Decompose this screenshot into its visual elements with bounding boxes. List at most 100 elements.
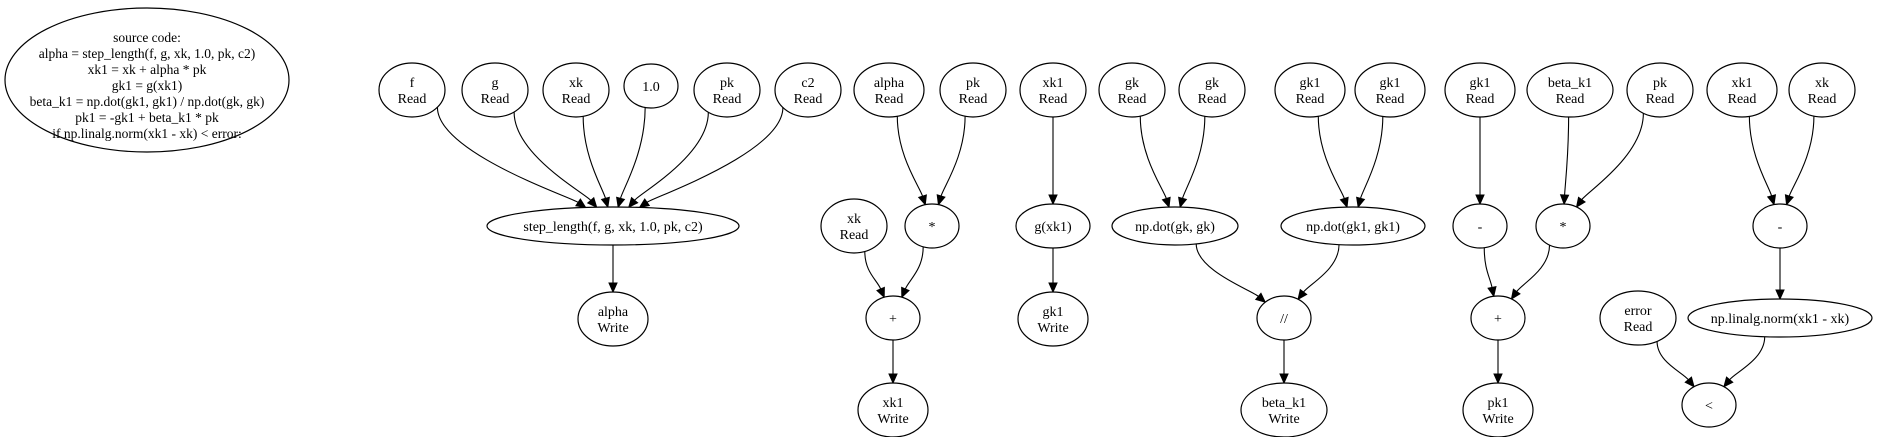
node-access-label: Read xyxy=(1728,92,1757,107)
node-dot-gk1: np.dot(gk1, gk1) xyxy=(1280,206,1426,246)
edge-pk-read-2-to-mul-1 xyxy=(940,116,966,197)
node-label: gk xyxy=(1125,76,1139,91)
edge-arrowhead xyxy=(1559,194,1570,206)
edge-c2-read-to-step-length-call xyxy=(646,107,784,203)
node-ellipse xyxy=(542,62,610,118)
edge-arrowhead xyxy=(1766,194,1777,206)
edge-dot-gk-to-div xyxy=(1195,243,1259,297)
edge-gk1-read-1-to-dot-gk1 xyxy=(1317,116,1345,199)
edge-const-1-0-to-step-length-call xyxy=(619,107,646,199)
node-access-label: Read xyxy=(1466,92,1495,107)
node-access-label: Read xyxy=(794,92,823,107)
node-ellipse xyxy=(1752,203,1808,249)
edge-arrowhead xyxy=(917,194,927,206)
node-access-label: Write xyxy=(1482,412,1513,427)
node-label: gk1 xyxy=(1380,76,1401,91)
edge-dot-gk1-to-div xyxy=(1303,244,1340,293)
node-mul-1: * xyxy=(904,203,960,249)
node-access-label: Read xyxy=(875,92,904,107)
edge-alpha-read-to-mul-1 xyxy=(896,116,924,197)
node-ellipse xyxy=(1599,290,1677,346)
node-ellipse xyxy=(904,203,960,249)
node-ellipse xyxy=(1274,62,1346,118)
node-div: // xyxy=(1256,295,1312,341)
node-label: + xyxy=(1494,312,1502,327)
node-label: // xyxy=(1280,312,1288,327)
node-lt: < xyxy=(1681,382,1737,428)
node-label: np.linalg.norm(xk1 - xk) xyxy=(1711,312,1850,327)
node-add-1: + xyxy=(865,295,921,341)
node-access-label: Read xyxy=(1118,92,1147,107)
node-norm-call: np.linalg.norm(xk1 - xk) xyxy=(1687,298,1873,338)
node-const-1-0: 1.0 xyxy=(623,63,679,109)
node-label: step_length(f, g, xk, 1.0, pk, c2) xyxy=(523,220,703,235)
node-label: beta_k1 xyxy=(1262,396,1306,411)
edge-arrowhead xyxy=(1297,288,1308,301)
edge-neg-to-add-2 xyxy=(1483,247,1493,288)
node-ellipse xyxy=(1452,203,1508,249)
edge-arrowhead xyxy=(1684,376,1695,388)
node-ellipse xyxy=(693,62,761,118)
node-label: gk1 xyxy=(1470,76,1491,91)
node-ellipse xyxy=(1706,62,1778,118)
node-access-label: Read xyxy=(1556,92,1585,107)
edge-arrowhead xyxy=(888,373,898,385)
node-ellipse xyxy=(1256,295,1312,341)
node-ellipse xyxy=(1535,203,1591,249)
node-ellipse xyxy=(486,206,740,246)
edge-mul-1-to-add-1 xyxy=(904,246,924,290)
edge-xk1-read-2-to-sub xyxy=(1748,116,1773,197)
node-label: xk xyxy=(847,212,861,227)
edge-arrowhead xyxy=(1775,289,1785,301)
node-label: gk1 xyxy=(1300,76,1321,91)
node-access-label: Read xyxy=(1039,92,1068,107)
node-ellipse xyxy=(1681,382,1737,428)
source-code-line: gk1 = g(xk1) xyxy=(112,78,183,93)
edge-arrowhead xyxy=(1784,194,1794,206)
edge-arrowhead xyxy=(1048,194,1058,206)
node-label: xk1 xyxy=(1043,76,1064,91)
edge-arrowhead xyxy=(1723,376,1734,388)
node-ellipse xyxy=(939,62,1007,118)
edge-error-read-to-lt xyxy=(1656,341,1689,381)
edges-layer xyxy=(436,107,1815,388)
edge-mul-2-to-add-2 xyxy=(1516,245,1551,292)
edge-arrowhead xyxy=(1178,196,1188,209)
edge-beta-k1-read-to-mul-2 xyxy=(1564,116,1570,196)
node-label: np.dot(gk1, gk1) xyxy=(1306,220,1400,235)
node-access-label: Write xyxy=(1268,412,1299,427)
edge-arrowhead xyxy=(1575,196,1586,208)
edge-arrowhead xyxy=(1161,196,1171,209)
edge-arrowhead xyxy=(638,198,651,209)
node-access-label: Read xyxy=(481,92,510,107)
node-access-label: Read xyxy=(840,228,869,243)
edge-pk-read-3-to-mul-2 xyxy=(1581,113,1644,201)
node-label: f xyxy=(410,76,415,91)
node-sub: - xyxy=(1752,203,1808,249)
edge-arrowhead xyxy=(1493,373,1503,385)
node-neg: - xyxy=(1452,203,1508,249)
node-ellipse xyxy=(1019,62,1087,118)
edge-xk-read-1-to-step-length-call xyxy=(582,116,607,199)
node-access-label: Read xyxy=(959,92,988,107)
edge-arrowhead xyxy=(1487,286,1497,298)
edge-arrowhead xyxy=(575,198,587,209)
node-label: - xyxy=(1478,220,1483,235)
node-label: xk1 xyxy=(883,396,904,411)
edge-xk-read-2-to-add-1 xyxy=(864,251,882,290)
node-ellipse xyxy=(865,295,921,341)
edge-arrowhead xyxy=(876,286,885,299)
node-ellipse xyxy=(1462,382,1534,437)
node-step-length-call: step_length(f, g, xk, 1.0, pk, c2) xyxy=(486,206,740,246)
